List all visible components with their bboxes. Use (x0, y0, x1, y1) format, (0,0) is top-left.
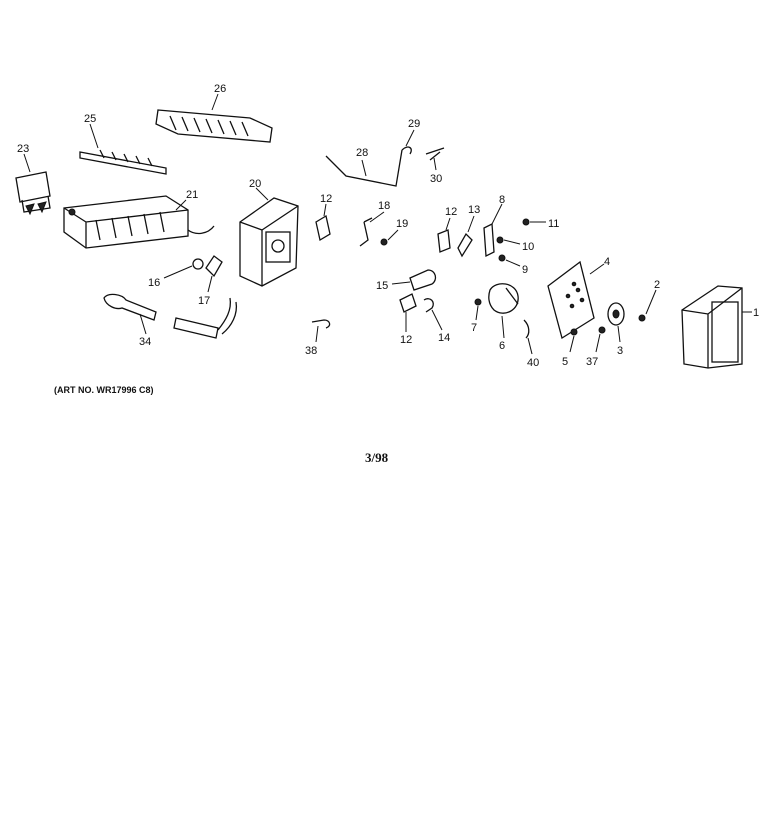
part-28-feeler-arm (325, 149, 403, 187)
part-12c-switch (399, 293, 417, 332)
callout-12a: 12 (320, 193, 332, 205)
part-5-screw (569, 328, 578, 353)
part-1-cover (681, 285, 752, 369)
part-34-fill-tube (103, 293, 157, 335)
callout-38: 38 (305, 345, 317, 357)
callout-9: 9 (522, 264, 528, 276)
part-29-spring (401, 129, 415, 155)
callout-6: 6 (499, 340, 505, 352)
callout-25: 25 (84, 113, 96, 125)
part-3-gear (607, 302, 625, 343)
part-6-motor (488, 283, 519, 339)
art-number-caption: (ART NO. WR17996 C8) (54, 385, 154, 395)
part-18-shutoff-arm (359, 211, 385, 247)
callout-16: 16 (148, 277, 160, 289)
part-15-thermostat (391, 269, 437, 291)
callout-20: 20 (249, 178, 261, 190)
callout-12c: 12 (400, 334, 412, 346)
callout-19: 19 (396, 218, 408, 230)
part-37-screw (595, 326, 606, 353)
callout-23: 23 (17, 143, 29, 155)
callout-12b: 12 (445, 206, 457, 218)
callout-14: 14 (438, 332, 450, 344)
callout-21: 21 (186, 189, 198, 201)
callout-7: 7 (471, 322, 477, 334)
callout-1: 1 (753, 307, 759, 319)
part-20-housing (239, 187, 299, 287)
part-10-screw (496, 236, 521, 245)
callout-37: 37 (586, 356, 598, 368)
part-25-ejector-blade (79, 123, 167, 175)
part-9-screw (498, 254, 521, 267)
callout-8: 8 (499, 194, 505, 206)
callout-3: 3 (617, 345, 623, 357)
callout-29: 29 (408, 118, 420, 130)
part-7-screw (474, 298, 482, 321)
part-16-cam (163, 258, 204, 279)
callout-5: 5 (562, 356, 568, 368)
callout-18: 18 (378, 200, 390, 212)
part-12b-switch (437, 217, 451, 253)
part-17-lever (205, 255, 223, 293)
part-12a-switch (315, 203, 331, 242)
part-13-bracket (457, 215, 475, 258)
callout-13: 13 (468, 204, 480, 216)
part-30-clip (425, 147, 445, 171)
callout-2: 2 (654, 279, 660, 291)
callout-15: 15 (376, 280, 388, 292)
callout-40: 40 (527, 357, 539, 369)
date-code: 3/98 (365, 450, 389, 465)
callout-30: 30 (430, 173, 442, 185)
callout-28: 28 (356, 147, 368, 159)
part-14-bracket (423, 298, 443, 331)
part-26-ejector-cover (155, 93, 273, 143)
callout-4: 4 (604, 256, 610, 268)
callout-17: 17 (198, 295, 210, 307)
part-4-mounting-plate (547, 260, 605, 340)
part-11-screw (522, 218, 546, 226)
part-8-plate (483, 203, 503, 258)
callout-26: 26 (214, 83, 226, 95)
part-heater-harness (173, 297, 238, 339)
part-19-screw (380, 229, 399, 246)
callout-11: 11 (548, 218, 559, 230)
part-2-screw (638, 289, 657, 322)
callout-34: 34 (139, 336, 151, 348)
part-23-fill-cup (15, 153, 51, 216)
part-40-wire (523, 319, 533, 355)
part-38-spacer (311, 319, 331, 343)
callout-10: 10 (522, 241, 534, 253)
part-21-mold-heater (63, 195, 215, 249)
